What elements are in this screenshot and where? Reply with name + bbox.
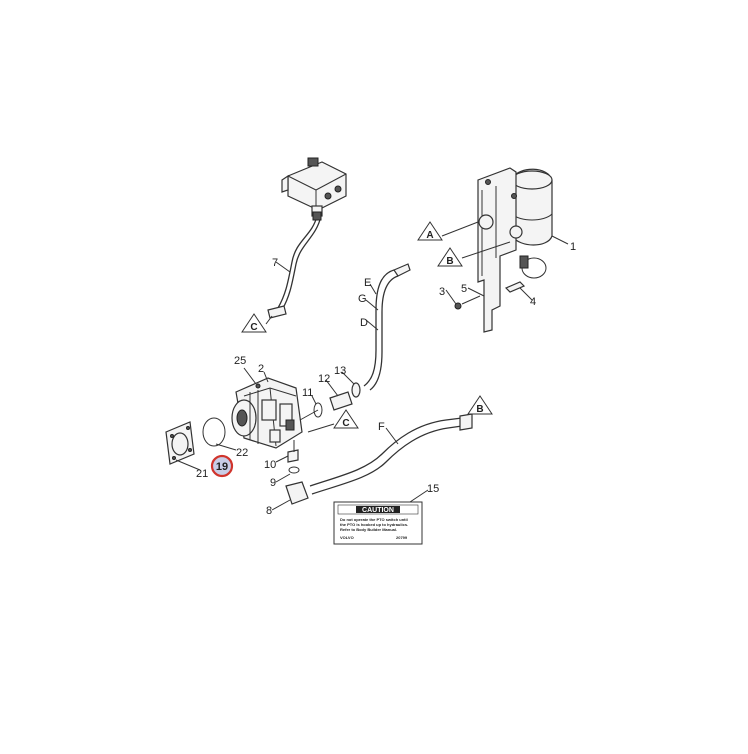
callout-12: 12: [318, 373, 330, 385]
caution-line-1: Do not operate the PTO switch until: [340, 517, 408, 522]
triangle-marker-a: A: [417, 221, 479, 241]
callout-21: 21: [196, 468, 208, 480]
highlighted-callout-19[interactable]: 19: [210, 454, 234, 478]
hydraulic-tank: [454, 167, 553, 333]
callout-8: 8: [266, 505, 272, 517]
triangle-c-right-label: C: [342, 418, 349, 429]
callout-11: 11: [302, 387, 313, 399]
control-valve: [281, 157, 347, 217]
leader-lines: [175, 235, 569, 511]
triangle-marker-c-right: C: [307, 409, 359, 433]
gasket-22: [202, 417, 226, 447]
fittings-11-12-13: [299, 382, 361, 421]
caution-line-2: the PTO is hooked up to hydraulics.: [340, 522, 408, 527]
callout-25: 25: [234, 355, 246, 367]
callout-g: G: [358, 293, 367, 305]
callout-22: 22: [236, 447, 248, 459]
callout-e: E: [364, 277, 371, 289]
callout-1: 1: [570, 241, 576, 253]
caution-line-3: Refer to Body Builder Manual.: [340, 527, 397, 532]
callout-15: 15: [427, 483, 439, 495]
hose-f: [309, 413, 473, 495]
triangle-a-label: A: [426, 230, 433, 241]
hose-egd: [363, 263, 411, 391]
callout-9: 9: [270, 477, 276, 489]
callout-2: 2: [258, 363, 264, 375]
callout-f: F: [378, 421, 385, 433]
fittings-8-9-10: [285, 440, 309, 505]
triangle-b-top-label: B: [446, 256, 453, 267]
hydraulic-pump: [231, 377, 303, 449]
triangle-marker-b-top: B: [437, 241, 511, 267]
callout-4: 4: [530, 296, 536, 308]
triangle-c-left-label: C: [250, 322, 257, 333]
callout-labels: 1 2 3 4 5 7 8 9 10 11 12 13 15 21 22 25 …: [196, 241, 576, 517]
callout-7: 7: [272, 257, 278, 269]
callout-19: 19: [216, 461, 228, 473]
flange-21: [165, 421, 195, 465]
hose-7: [267, 211, 322, 319]
callout-13: 13: [334, 365, 346, 377]
callout-3: 3: [439, 286, 445, 298]
triangle-marker-b-bottom: B: [467, 395, 493, 415]
caution-decal: CAUTION Do not operate the PTO switch un…: [333, 501, 423, 545]
callout-10: 10: [264, 459, 276, 471]
triangle-marker-c-left: C: [241, 313, 273, 333]
caution-heading: CAUTION: [362, 507, 394, 514]
caution-brand: VOLVO: [340, 535, 354, 540]
caution-code: 20799: [396, 535, 408, 540]
callout-d: D: [360, 317, 368, 329]
triangle-b-bottom-label: B: [476, 404, 483, 415]
callout-5: 5: [461, 283, 467, 295]
